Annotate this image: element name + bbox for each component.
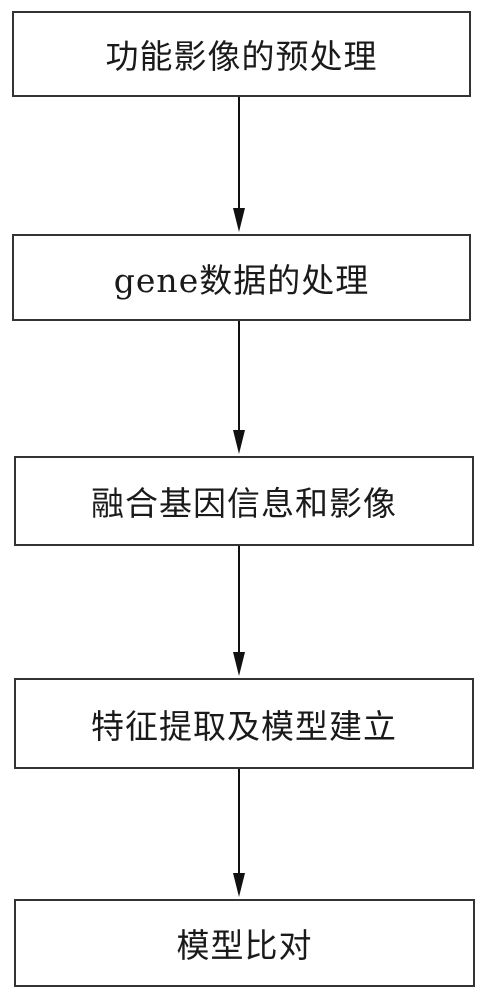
step-2-label: gene数据的处理 <box>113 260 370 300</box>
step-4-box: 特征提取及模型建立 <box>14 678 474 769</box>
step-3-box: 融合基因信息和影像 <box>14 456 474 546</box>
arrow-3-to-4 <box>233 546 245 676</box>
step-4-label: 特征提取及模型建立 <box>91 706 397 746</box>
step-5-label: 模型比对 <box>176 926 313 965</box>
arrow-2-to-3 <box>233 321 245 454</box>
step-2-box: gene数据的处理 <box>12 234 471 321</box>
arrow-1-to-2 <box>233 97 245 232</box>
step-3-label: 融合基因信息和影像 <box>91 484 397 523</box>
step-5-box: 模型比对 <box>14 899 475 987</box>
step-1-box: 功能影像的预处理 <box>12 11 471 97</box>
step-1-label: 功能影像的预处理 <box>105 37 378 76</box>
arrow-4-to-5 <box>233 769 245 897</box>
